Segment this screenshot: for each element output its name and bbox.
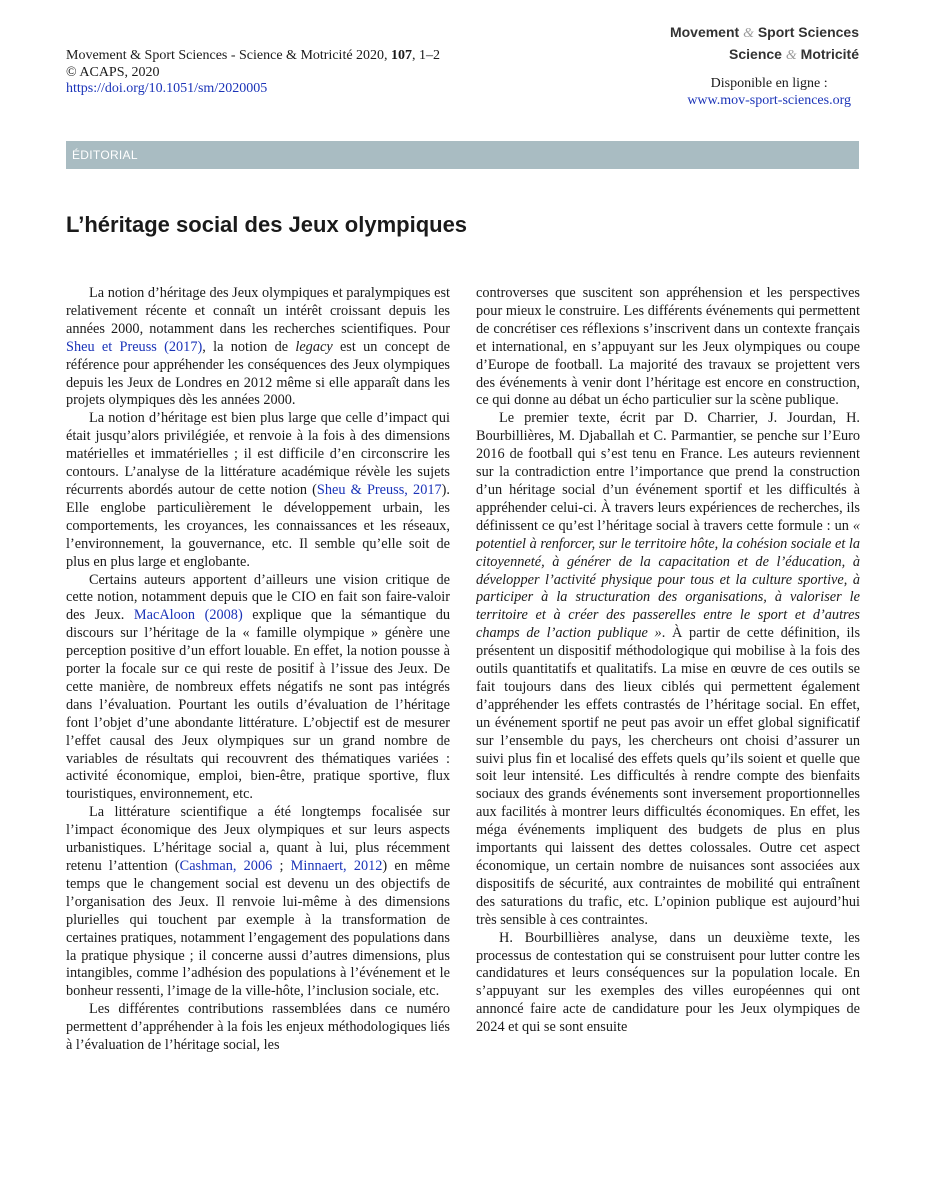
- journal-brand: Movement & Sport Sciences Science & Motr…: [670, 22, 859, 66]
- paragraph: H. Bourbillières analyse, dans un deuxiè…: [476, 929, 860, 1036]
- online-label: Disponible en ligne :: [710, 76, 828, 91]
- citation-link[interactable]: Cashman, 2006: [179, 858, 273, 874]
- brand-ampersand: &: [743, 26, 754, 41]
- citation-volume: 107: [391, 48, 413, 63]
- quoted-definition: « potentiel à renforcer, sur le territoi…: [476, 517, 860, 642]
- citation-journal: Movement & Sport Sciences - Science & Mo…: [66, 48, 392, 63]
- online-availability: Disponible en ligne : www.mov-sport-scie…: [687, 76, 851, 109]
- brand-word: Sport Sciences: [757, 24, 859, 40]
- citation-block: Movement & Sport Sciences - Science & Mo…: [66, 48, 440, 98]
- citation-link[interactable]: Sheu et Preuss (2017): [66, 338, 203, 355]
- section-label: ÉDITORIAL: [66, 141, 859, 169]
- paragraph: La littérature scientifique a été longte…: [66, 804, 450, 1000]
- text-column-right: controverses que suscitent son appréhens…: [476, 285, 860, 1155]
- text-column-left: La notion d’héritage des Jeux olympiques…: [66, 285, 450, 1155]
- article-title: L’héritage social des Jeux olympiques: [66, 212, 468, 237]
- paragraph: controverses que suscitent son appréhens…: [476, 285, 860, 409]
- paragraph: Les différentes contributions rassemblée…: [66, 1001, 450, 1054]
- citation-pages: , 1–2: [412, 48, 441, 63]
- brand-word: Motricité: [800, 46, 859, 62]
- doi-link[interactable]: https://doi.org/10.1051/sm/2020005: [66, 81, 268, 96]
- citation-link[interactable]: Minnaert, 2012: [290, 858, 383, 874]
- brand-word: Movement: [669, 24, 740, 40]
- paragraph: La notion d’héritage des Jeux olympiques…: [66, 285, 450, 409]
- website-link[interactable]: www.mov-sport-sciences.org: [687, 92, 851, 108]
- citation-link[interactable]: MacAloon (2008): [133, 607, 243, 624]
- citation-line: Movement & Sport Sciences - Science & Mo…: [66, 48, 440, 65]
- copyright: © ACAPS, 2020: [66, 64, 160, 80]
- brand-ampersand: &: [785, 48, 797, 63]
- paragraph: La notion d’héritage est bien plus large…: [66, 410, 450, 570]
- paragraph: Certains auteurs apportent d’ailleurs un…: [66, 571, 450, 803]
- citation-link[interactable]: Sheu & Preuss, 2017: [316, 481, 442, 498]
- paragraph: Le premier texte, écrit par D. Charrier,…: [476, 410, 860, 928]
- brand-word: Science: [729, 46, 782, 62]
